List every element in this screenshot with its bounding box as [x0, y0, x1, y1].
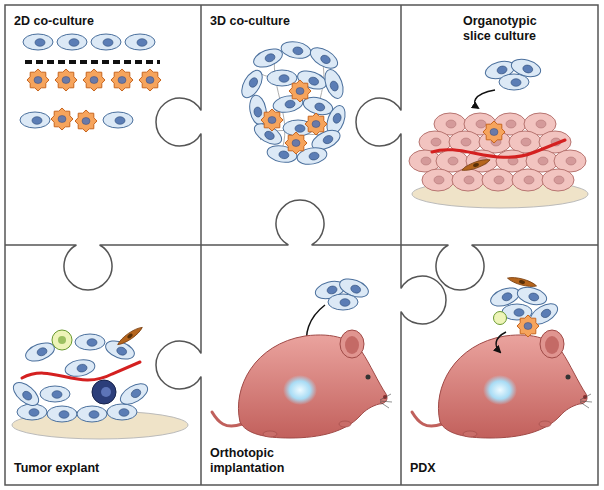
puzzle-piece: Tumor explant [5, 245, 201, 485]
piece-label: Organotypic slice culture [463, 14, 553, 44]
puzzle-piece: 3D co-culture [201, 5, 401, 245]
puzzle-piece: Organotypic slice culture [401, 5, 598, 245]
puzzle-piece: PDX [401, 245, 598, 485]
puzzle-piece: 2D co-culture [5, 5, 201, 245]
piece-label: Tumor explant [14, 461, 192, 476]
piece-label: 3D co-culture [210, 14, 392, 29]
piece-label: Orthotopic implantation [210, 446, 305, 476]
puzzle-piece: Orthotopic implantation [201, 245, 401, 485]
piece-label: PDX [410, 461, 589, 476]
piece-label: 2D co-culture [14, 14, 192, 29]
